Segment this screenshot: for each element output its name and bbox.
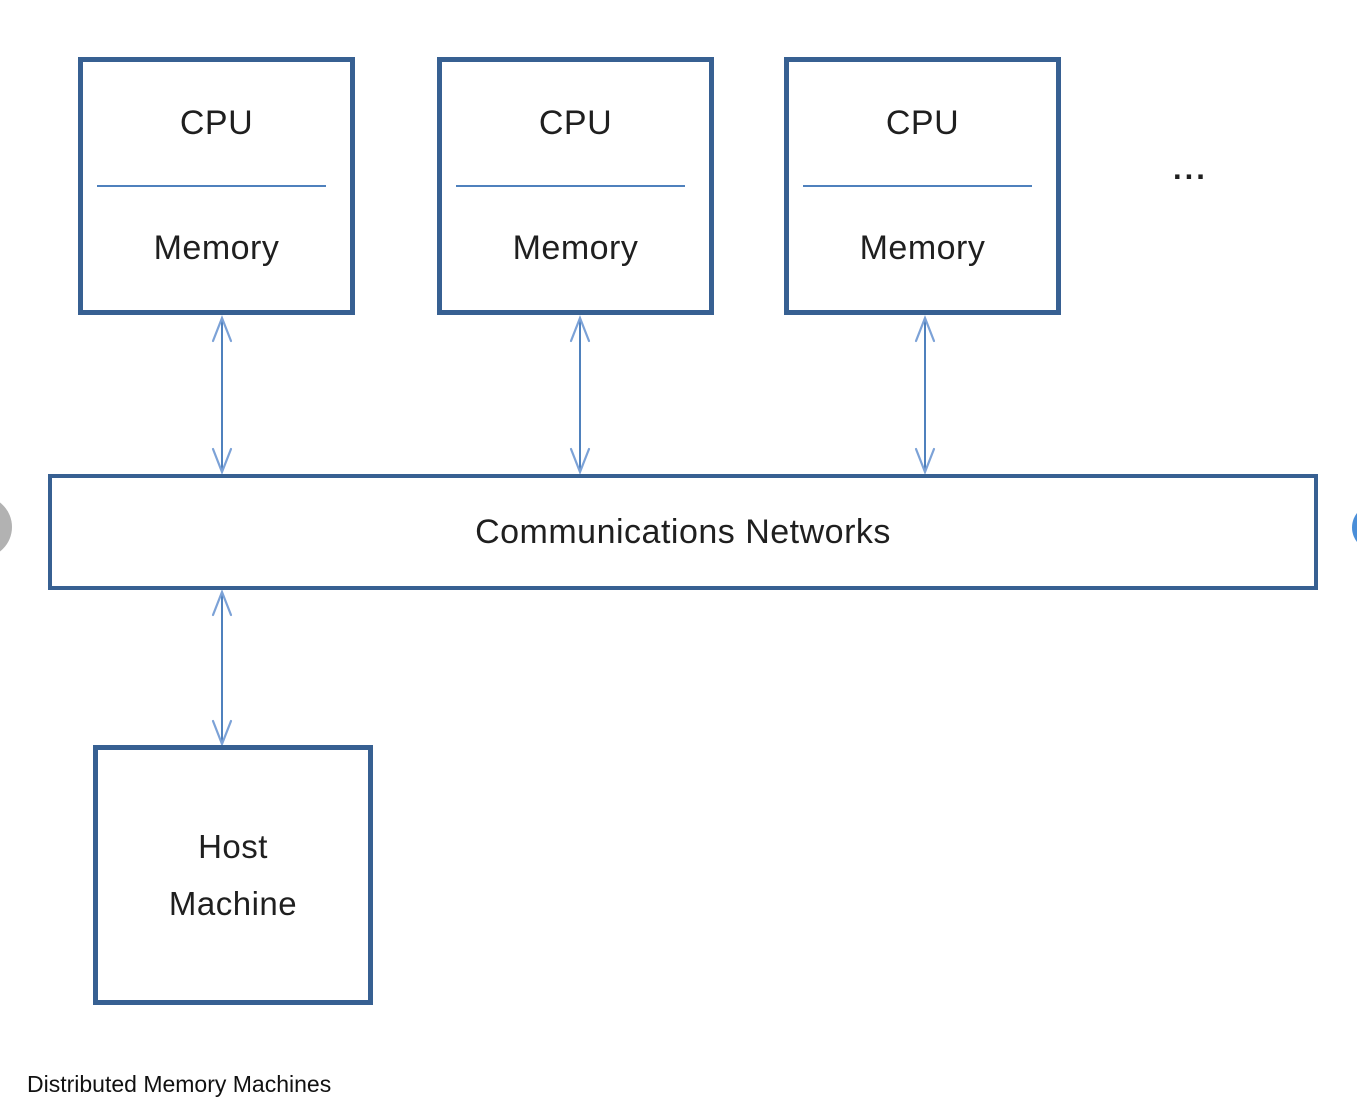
memory-label: Memory <box>859 229 986 267</box>
carousel-next-button[interactable] <box>1352 504 1357 551</box>
slide-caption: Distributed Memory Machines <box>27 1071 332 1097</box>
cpu-cell: CPU <box>442 62 709 185</box>
communications-network-bar: Communications Networks <box>48 474 1318 590</box>
host-machine-label: Host Machine <box>169 818 297 932</box>
bidirectional-arrow <box>914 314 936 476</box>
bidirectional-arrow <box>569 314 591 476</box>
memory-label: Memory <box>512 229 639 267</box>
network-bar-label: Communications Networks <box>475 512 891 551</box>
cpu-memory-divider <box>97 185 326 187</box>
memory-cell: Memory <box>83 187 350 310</box>
host-label-line2: Machine <box>168 885 298 922</box>
memory-label: Memory <box>153 229 280 267</box>
bidirectional-arrow <box>211 588 233 748</box>
cpu-memory-divider <box>456 185 685 187</box>
cpu-memory-divider <box>803 185 1032 187</box>
cpu-label: CPU <box>179 104 254 142</box>
cpu-cell: CPU <box>789 62 1056 185</box>
cpu-cell: CPU <box>83 62 350 185</box>
ellipsis-more-nodes: ... <box>1173 151 1208 186</box>
cpu-label: CPU <box>885 104 960 142</box>
host-machine-node: Host Machine <box>93 745 373 1005</box>
cpu-label: CPU <box>538 104 613 142</box>
memory-cell: Memory <box>789 187 1056 310</box>
bidirectional-arrow <box>211 314 233 476</box>
memory-cell: Memory <box>442 187 709 310</box>
carousel-prev-button[interactable] <box>0 496 12 558</box>
cpu-memory-node: CPU Memory <box>437 57 714 315</box>
cpu-memory-node: CPU Memory <box>784 57 1061 315</box>
host-label-line1: Host <box>198 828 268 865</box>
cpu-memory-node: CPU Memory <box>78 57 355 315</box>
